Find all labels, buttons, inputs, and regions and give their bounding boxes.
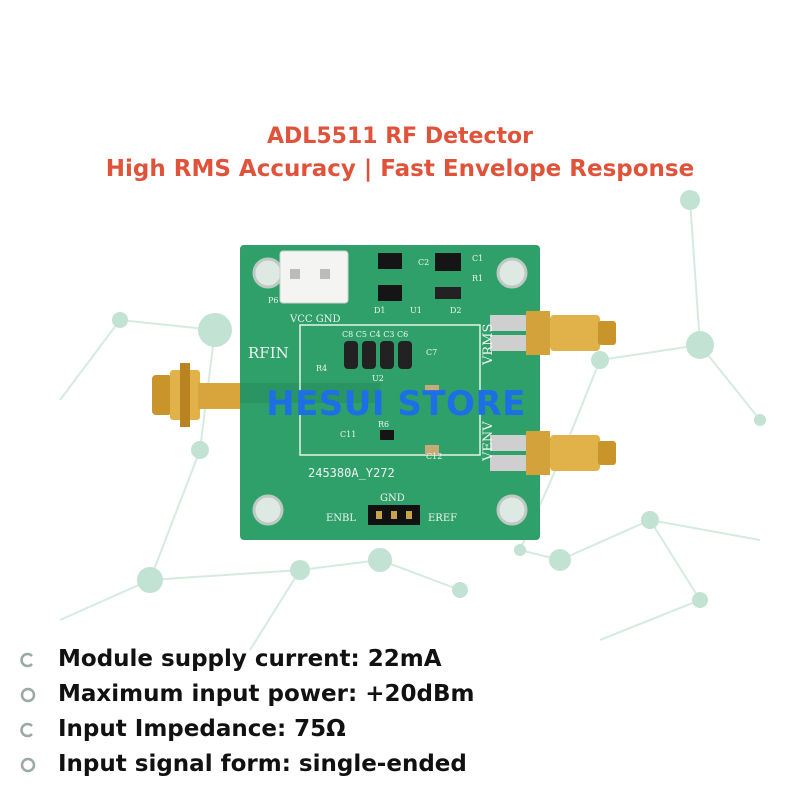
product-subtitle: High RMS Accuracy | Fast Envelope Respon…: [105, 156, 695, 182]
silk-u2: U2: [372, 374, 384, 383]
silk-c11: C11: [340, 430, 356, 439]
feature-text: Input signal form: single-ended: [58, 751, 467, 777]
feature-text: Maximum input power: +20dBm: [58, 681, 475, 707]
feature-item: Input signal form: single-ended: [20, 751, 780, 786]
silk-u1: U1: [410, 306, 422, 315]
bullet-icon: [20, 757, 36, 773]
silk-p6: P6: [268, 296, 278, 305]
feature-list: Module supply current: 22mA Maximum inpu…: [20, 646, 780, 786]
venv-sma-connector: [526, 431, 616, 475]
pcb-body: [240, 245, 540, 540]
rfin-sma-connector: [152, 363, 240, 427]
silk-vcc-gnd: VCC GND: [289, 314, 340, 325]
silk-r6: R6: [378, 420, 389, 429]
silk-venv: VENV: [481, 421, 496, 462]
bullet-icon: [20, 722, 33, 738]
pcb-board-photo: RFIN VCC GND P6 D1 U1 D2 C2 C1 R1 C8 C5 …: [152, 245, 616, 540]
silk-vrms: VRMS: [481, 324, 496, 366]
silk-c7: C7: [426, 348, 437, 357]
mounting-hole: [252, 494, 284, 526]
silk-caps: C8 C5 C4 C3 C6: [342, 330, 408, 339]
bullet-icon: [20, 652, 33, 668]
silk-c12: C12: [426, 452, 442, 461]
silk-d1: D1: [374, 306, 386, 315]
feature-item: Maximum input power: +20dBm: [20, 681, 780, 716]
feature-text: Module supply current: 22mA: [58, 646, 442, 672]
bullet-icon: [20, 687, 36, 703]
store-watermark: HESUI STORE: [266, 384, 526, 424]
feature-item: Input Impedance: 75Ω: [20, 716, 780, 751]
silk-r4: R4: [316, 364, 327, 373]
silk-r1: R1: [472, 274, 483, 283]
silk-d2: D2: [450, 306, 462, 315]
mounting-hole: [496, 494, 528, 526]
mounting-hole: [252, 257, 284, 289]
silk-c1: C1: [472, 254, 483, 263]
silk-gnd: GND: [380, 493, 405, 504]
product-title: ADL5511 RF Detector: [267, 124, 533, 149]
silk-model: 245380A_Y272: [308, 466, 395, 480]
power-connector: [279, 250, 349, 304]
silk-rfin: RFIN: [248, 344, 289, 362]
silk-eref: EREF: [428, 513, 457, 524]
vrms-sma-connector: [526, 311, 616, 355]
silk-c2: C2: [418, 258, 429, 267]
feature-item: Module supply current: 22mA: [20, 646, 780, 681]
silk-enbl: ENBL: [326, 513, 356, 524]
feature-text: Input Impedance: 75Ω: [58, 716, 346, 742]
mounting-hole: [496, 257, 528, 289]
